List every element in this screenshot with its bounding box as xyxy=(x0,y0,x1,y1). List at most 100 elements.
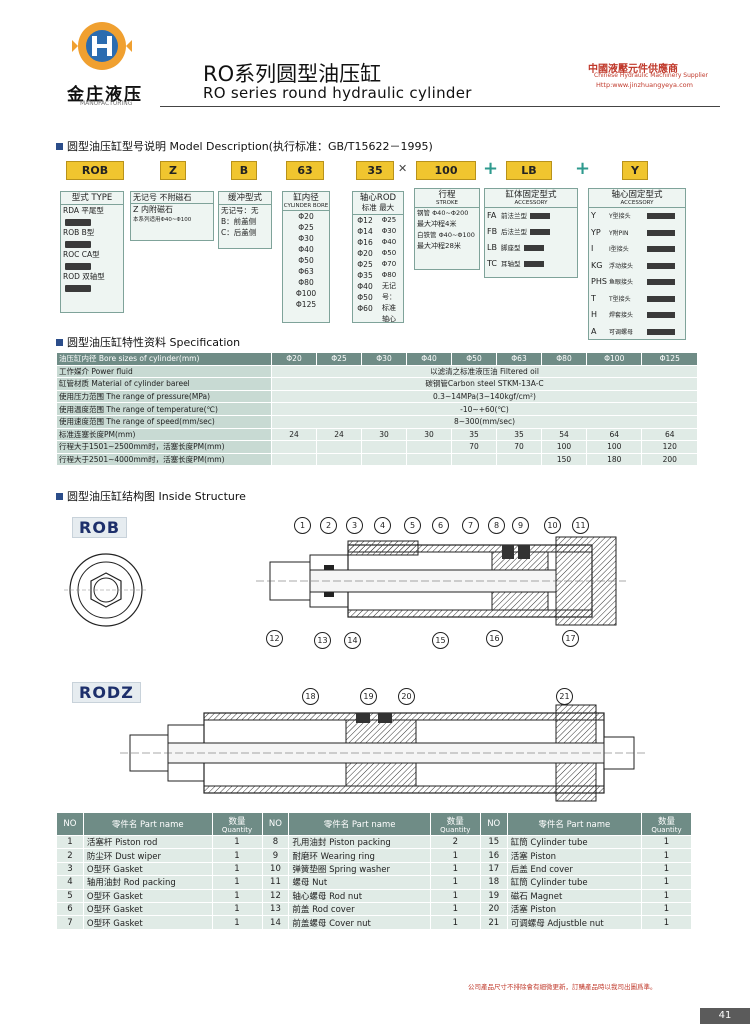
spec-bore-header: Φ80 xyxy=(541,352,587,366)
code-rod-accessory: Y xyxy=(622,161,648,180)
rod-standard-size: Φ12 xyxy=(357,216,373,225)
rod-end-icon xyxy=(647,262,675,269)
part-name: 前盖螺母 Cover nut xyxy=(288,915,431,930)
accessory-code: LB xyxy=(487,243,497,252)
spec-cell: 24 xyxy=(271,427,317,442)
part-no: 14 xyxy=(261,915,290,930)
rod-max-size: 号： xyxy=(382,293,396,301)
spec-cell xyxy=(406,440,452,454)
part-no: 15 xyxy=(479,834,508,850)
cylinder-roc-icon xyxy=(65,262,91,270)
supplier-cn: 中國液壓元件供應商 xyxy=(588,64,678,75)
rod-end-icon xyxy=(647,312,675,318)
part-no: 18 xyxy=(479,875,508,890)
bore-size: Φ100 xyxy=(295,289,317,298)
spec-bore-header: Φ30 xyxy=(361,352,407,366)
supplier-url[interactable]: Http:www.jinzhuangyeya.com xyxy=(596,81,693,89)
code-type: ROB xyxy=(66,161,124,180)
rod-end-icon xyxy=(647,295,675,302)
accessory-label: 耳轴型 xyxy=(501,260,521,268)
title-divider xyxy=(160,106,720,107)
rod-max-size: Φ30 xyxy=(381,227,397,235)
rod-standard-size: Φ14 xyxy=(357,227,373,236)
structure-section-heading: 圆型油压缸结构图 Inside Structure xyxy=(56,488,246,504)
part-name: 轴心螺母 Rod nut xyxy=(288,888,431,903)
spec-row-label: 使用速度范围 The range of speed(mm/sec) xyxy=(56,414,272,429)
spec-row: 使用速度范围 The range of speed(mm/sec)8~300(m… xyxy=(56,414,698,429)
code-accessory: LB xyxy=(506,161,552,180)
part-no: 4 xyxy=(56,875,84,890)
rod-accessory-label: 浮动接头 xyxy=(609,262,634,270)
part-name: 耐磨环 Wearing ring xyxy=(288,848,431,863)
supplier-en: Chinese Hydraulic Machinery Supplier xyxy=(594,72,708,79)
rod-end-icon xyxy=(647,328,675,335)
spec-cell: 35 xyxy=(496,427,542,442)
rod-accessory-label: Y附PIN xyxy=(609,229,629,237)
spec-cell: 70 xyxy=(496,440,542,454)
rod-accessory-label: 可调螺母 xyxy=(609,328,634,336)
cylinder-rob-icon xyxy=(65,240,91,248)
part-qty: 1 xyxy=(640,848,693,863)
spec-cell: 24 xyxy=(316,427,362,442)
spec-cell: 54 xyxy=(541,427,587,442)
part-qty: 1 xyxy=(640,915,693,930)
bullet-square-icon xyxy=(56,492,63,500)
mount-icon xyxy=(523,261,544,267)
part-no: 13 xyxy=(261,901,290,917)
callout-marker: 11 xyxy=(572,517,589,534)
part-name: O型环 Gasket xyxy=(82,861,213,877)
spec-cell: 100 xyxy=(585,440,643,454)
part-qty: 1 xyxy=(429,861,481,877)
callout-marker: 6 xyxy=(432,517,449,534)
part-name: 轴用油封 Rod packing xyxy=(82,875,213,890)
footer-note: 公司產品尺寸不排除會有細微更新，訂購產品時以我司出圖爲準。 xyxy=(468,983,657,991)
rod-max-size: Φ80 xyxy=(381,271,397,279)
code-bore: 63 xyxy=(286,161,324,180)
brand-name: 金庄液压 xyxy=(67,85,143,105)
cushion-box: 缓冲型式 无记号：无 B：前盖侧 C：后盖侧 xyxy=(218,191,272,249)
rod-standard-size: Φ40 xyxy=(357,282,373,291)
accessory-label: 后法兰型 xyxy=(501,228,527,236)
rod-accessory-code: T xyxy=(591,293,596,303)
spec-bore-header: Φ100 xyxy=(585,352,643,366)
part-no: 8 xyxy=(261,834,290,850)
brand-subtitle: MANUFACTURING xyxy=(80,100,133,107)
model-section-heading: 圆型油压缸型号说明 Model Description(执行标准：GB/T156… xyxy=(56,138,433,154)
part-name: 缸筒 Cylinder tube xyxy=(506,875,642,890)
bore-size: Φ63 xyxy=(298,267,314,276)
spec-row-label: 使用温度范围 The range of temperature(℃) xyxy=(56,402,272,416)
spec-cell: 35 xyxy=(451,427,497,442)
mount-icon xyxy=(523,245,544,251)
bore-size: Φ80 xyxy=(298,278,314,287)
separator-plus: + xyxy=(483,158,499,179)
callout-marker: 14 xyxy=(344,632,361,649)
part-qty: 1 xyxy=(429,848,481,863)
spec-cell: 30 xyxy=(406,427,452,442)
spec-row-label: 标准连塞长度PM(mm) xyxy=(56,427,272,442)
spec-row-label: 缸管材质 Material of cylinder bareel xyxy=(56,377,272,391)
rod-max-size: Φ25 xyxy=(381,216,397,224)
part-name: 螺母 Nut xyxy=(288,875,431,890)
spec-cell xyxy=(271,452,317,467)
spec-cell: 180 xyxy=(585,452,643,467)
bore-size: Φ25 xyxy=(298,223,314,232)
accessory-label: 前法兰型 xyxy=(501,212,527,220)
rod-max-size: 轴心 xyxy=(382,315,396,323)
type-box: 型式 TYPE RDA 平尾型 ROB B型 ROC CA型 ROD 双轴型 xyxy=(60,191,124,313)
bore-size: Φ30 xyxy=(298,234,314,243)
rod-standard-size: Φ16 xyxy=(357,238,373,247)
callout-marker: 3 xyxy=(346,517,363,534)
part-qty: 1 xyxy=(640,888,693,903)
